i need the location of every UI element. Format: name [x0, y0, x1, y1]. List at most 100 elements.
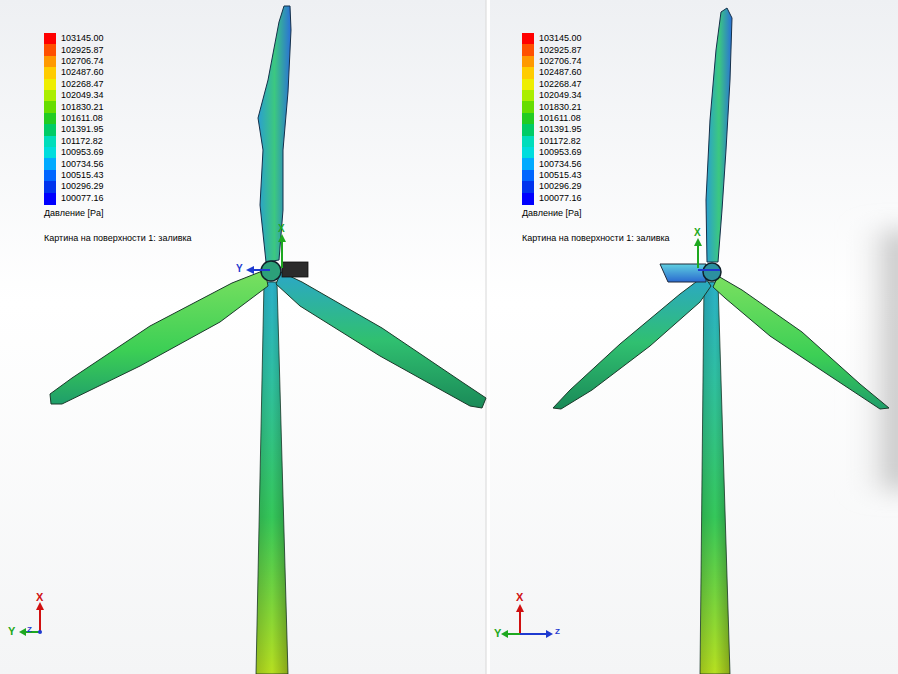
axis-arrow [520, 633, 548, 635]
tower-shade [256, 282, 288, 674]
panel-divider-line [486, 0, 487, 674]
legend-swatch [44, 101, 56, 113]
axis-label: Z [27, 626, 32, 634]
legend-value: 102487.60 [61, 68, 104, 77]
axis-triad [19, 602, 44, 636]
legend-swatch [522, 67, 534, 79]
legend-swatch [44, 181, 56, 193]
legend-value: 101172.82 [61, 137, 103, 146]
axis-arrow [697, 244, 699, 268]
hub [703, 263, 721, 281]
axis-arrow [506, 633, 520, 635]
legend-swatch [522, 33, 534, 45]
legend-swatch [44, 90, 56, 102]
legend-swatch [522, 136, 534, 148]
axis-arrow [519, 610, 521, 634]
legend-value: 103145.00 [61, 34, 104, 43]
legend-value: 102268.47 [539, 80, 582, 89]
blade [706, 8, 732, 262]
legend-swatch [44, 193, 56, 205]
legend-swatch [522, 113, 534, 125]
axis-arrow [252, 269, 270, 271]
axis-origin [38, 630, 42, 634]
legend-value: 101391.95 [61, 125, 104, 134]
panel-divider [486, 0, 490, 674]
legend-value: 101830.21 [539, 103, 582, 112]
legend-value: 102925.87 [539, 46, 582, 55]
legend-swatch [522, 158, 534, 170]
tower [256, 282, 288, 674]
side-shadow [850, 230, 898, 490]
legend-value: 100953.69 [539, 148, 582, 157]
legend-swatch [44, 67, 56, 79]
annotation-text: Картина на поверхности 1: заливка [44, 234, 192, 243]
legend-swatch [44, 124, 56, 136]
legend-swatch [522, 193, 534, 205]
annotation-text: Давление [Pa] [522, 209, 581, 218]
legend-value: 102925.87 [61, 46, 104, 55]
nacelle [282, 262, 308, 277]
axis-arrow [39, 608, 41, 632]
axis-arrow [281, 240, 283, 268]
legend-value: 101611.08 [61, 114, 103, 123]
legend-swatch [44, 147, 56, 159]
axis-triad [501, 604, 553, 638]
legend-swatch [522, 90, 534, 102]
legend-value: 102268.47 [61, 80, 104, 89]
legend-swatch [522, 79, 534, 91]
legend-value: 101391.95 [539, 125, 582, 134]
legend-swatch [522, 44, 534, 56]
legend-value: 100296.29 [539, 182, 582, 191]
legend-swatch [44, 56, 56, 68]
legend-value: 102049.34 [539, 91, 582, 100]
annotation-text: Давление [Pa] [44, 209, 103, 218]
axis-label: X [36, 592, 43, 603]
legend-swatch [44, 170, 56, 182]
legend-value: 100734.56 [539, 160, 582, 169]
axis-label: Y [494, 628, 501, 639]
arrow-head [516, 604, 524, 612]
axis-arrow [24, 631, 40, 633]
blade [276, 272, 486, 408]
legend-value: 100515.43 [61, 171, 104, 180]
legend-swatch [522, 124, 534, 136]
axis-arrow [698, 269, 720, 271]
legend-swatch [522, 147, 534, 159]
arrow-head [546, 630, 553, 638]
legend-value: 102706.74 [61, 57, 104, 66]
legend-swatch [44, 33, 56, 45]
blade [50, 270, 268, 404]
blade [553, 276, 711, 409]
annotation-text: Картина на поверхности 1: заливка [522, 234, 670, 243]
arrow-head [278, 234, 286, 242]
legend-value: 100515.43 [539, 171, 582, 180]
legend-swatch [44, 44, 56, 56]
tower-shade [700, 282, 730, 674]
legend-swatch [44, 113, 56, 125]
legend-swatch [522, 56, 534, 68]
legend-value: 100077.16 [539, 194, 582, 203]
legend-swatch [44, 79, 56, 91]
blade [258, 6, 291, 262]
left-turbine [50, 6, 486, 674]
nacelle [660, 264, 706, 282]
legend-swatch [44, 158, 56, 170]
axis-label: Y [8, 626, 15, 637]
legend-swatch [44, 136, 56, 148]
legend-swatch [522, 170, 534, 182]
legend-value: 101830.21 [61, 103, 104, 112]
legend-value: 102049.34 [61, 91, 104, 100]
axis-label: X [694, 228, 701, 238]
legend-value: 100734.56 [61, 160, 104, 169]
legend-value: 102706.74 [539, 57, 582, 66]
legend-swatch [522, 101, 534, 113]
axis-label: Y [236, 264, 243, 274]
arrow-head [19, 628, 26, 636]
legend-value: 102487.60 [539, 68, 582, 77]
tower [700, 282, 730, 674]
legend-value: 100953.69 [61, 148, 104, 157]
arrow-head [694, 238, 702, 246]
